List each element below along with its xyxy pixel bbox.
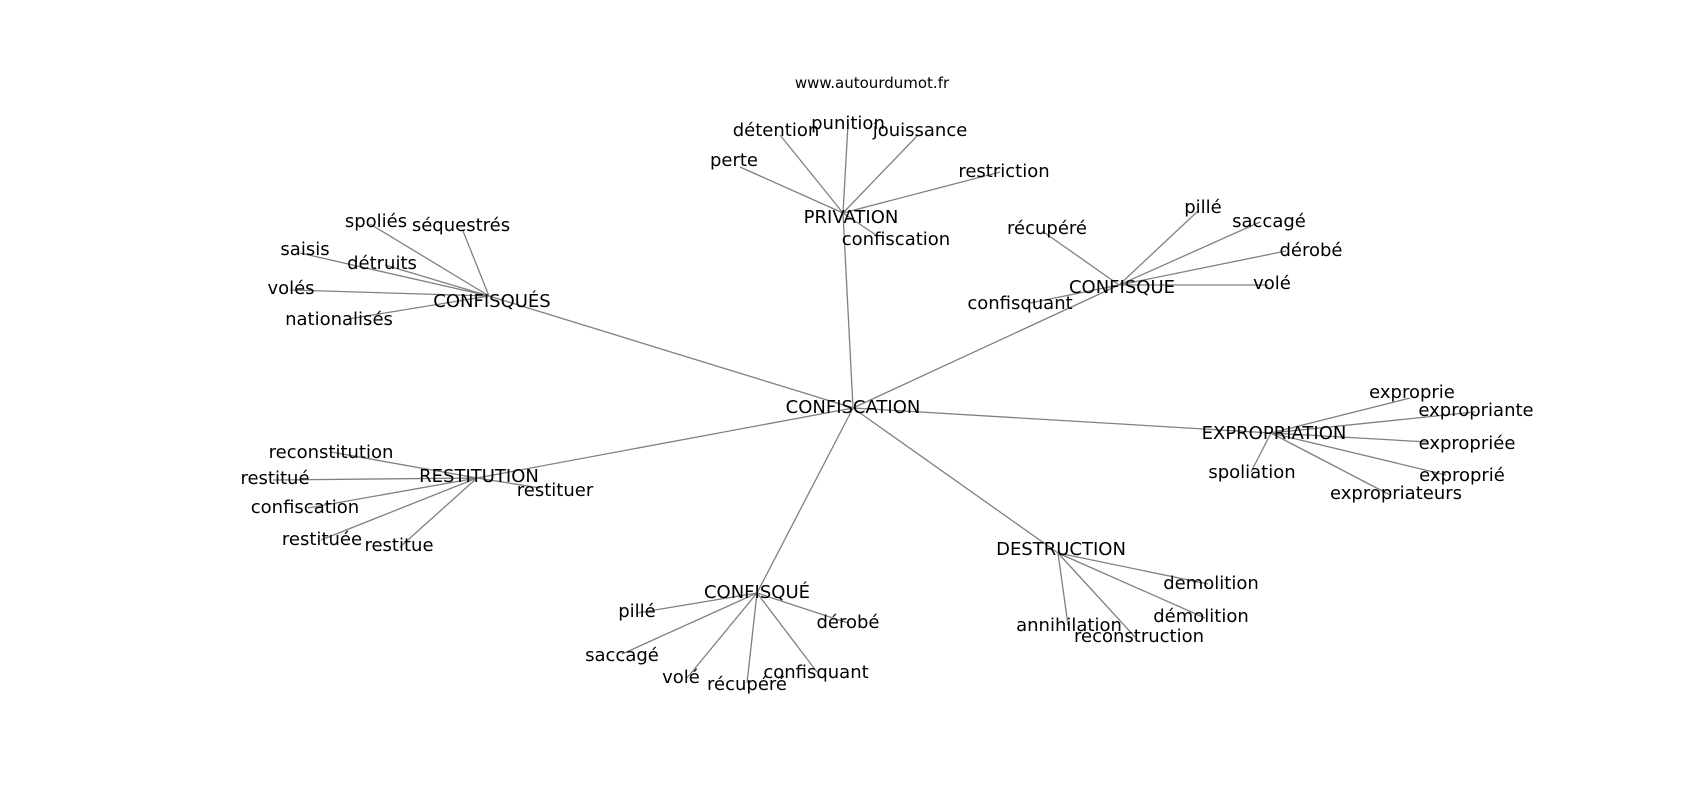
word-node-label: restriction	[958, 161, 1049, 182]
edge-hub-word	[686, 592, 758, 679]
word-node-label: exproprie	[1369, 382, 1455, 403]
edge-hub-word	[842, 171, 1001, 214]
word-node-label: séquestrés	[412, 215, 510, 236]
word-node-label: détruits	[347, 253, 417, 274]
edge-hub-word	[1057, 552, 1206, 619]
word-node-label: pillé	[1184, 197, 1222, 218]
edge-hub-word	[320, 477, 478, 541]
edge-hub-word	[330, 451, 478, 479]
word-node-label: expropriateurs	[1330, 483, 1462, 504]
edge-hub-word	[462, 230, 490, 297]
word-node-label: expropriante	[1418, 400, 1533, 421]
word-node-label: volé	[1253, 273, 1291, 294]
word-node-label: spoliés	[345, 211, 407, 232]
word-node-label: jouissance	[872, 120, 968, 141]
edge-hub-word	[307, 477, 478, 509]
edge-hub-word	[399, 477, 478, 548]
edge-hub-word	[476, 477, 541, 489]
root-node-label: CONFISCATION	[786, 397, 921, 418]
edge-hub-word	[636, 592, 758, 614]
word-node-label: dérobé	[816, 612, 879, 633]
word-node-label: confisquant	[763, 662, 868, 683]
word-node-label: volé	[662, 667, 700, 688]
word-node-label: démolition	[1153, 606, 1249, 627]
word-node-label: restituée	[282, 529, 362, 550]
word-node-label: punition	[811, 113, 885, 134]
graph-labels: CONFISCATION PRIVATION détentionpunitionjo…	[240, 113, 1533, 695]
word-node-label: saccagé	[1232, 211, 1306, 232]
edge-hub-word	[1118, 210, 1199, 286]
edge-hub-word	[756, 592, 818, 673]
word-node-label: pillé	[618, 601, 656, 622]
word-node-label: spoliation	[1208, 462, 1295, 483]
edge-hub-word	[1270, 432, 1447, 476]
edge-hub-word	[289, 289, 490, 297]
hub-node-label: DESTRUCTION	[996, 539, 1126, 560]
word-node-label: récupéré	[707, 674, 787, 695]
edge-root-hub	[488, 295, 854, 409]
edge-hub-word	[299, 252, 490, 297]
edge-hub-word	[1057, 552, 1069, 626]
word-node-label: restituer	[517, 480, 594, 501]
edge-hub-word	[1270, 432, 1429, 443]
edge-root-hub	[852, 407, 1059, 554]
hub-node-label: EXPROPRIATION	[1202, 423, 1347, 444]
edge-hub-word	[1044, 232, 1120, 286]
word-node-label: perte	[710, 150, 758, 171]
edge-hub-word	[621, 592, 758, 655]
word-node-label: reconstitution	[269, 442, 394, 463]
edge-hub-word	[779, 134, 844, 214]
word-node-label: expropriée	[1419, 433, 1516, 454]
graph-edges	[272, 123, 1476, 684]
edge-hub-word	[1118, 250, 1287, 286]
edge-root-hub	[476, 407, 854, 479]
word-node-label: restitué	[240, 468, 309, 489]
word-node-label: dérobé	[1279, 240, 1342, 261]
edge-hub-word	[842, 212, 877, 236]
edge-hub-word	[746, 592, 758, 684]
edge-hub-word	[1057, 552, 1136, 638]
site-watermark: www.autourdumot.fr	[795, 74, 950, 92]
edge-hub-word	[1250, 432, 1272, 473]
word-node-label: volés	[267, 278, 314, 299]
hub-node-label: RESTITUTION	[419, 466, 539, 487]
edge-hub-word	[1057, 552, 1209, 585]
word-node-label: restitue	[364, 535, 433, 556]
edge-root-hub	[852, 284, 1120, 409]
edge-hub-word	[1270, 432, 1391, 496]
hub-node-label: CONFISQUÉ	[704, 581, 810, 603]
edge-hub-word	[347, 295, 490, 320]
edge-root-hub	[842, 212, 854, 409]
word-node-label: confiscation	[842, 229, 950, 250]
edge-hub-word	[842, 123, 849, 214]
word-node-label: saisis	[280, 239, 329, 260]
word-node-label: demolition	[1163, 573, 1259, 594]
edge-hub-word	[1029, 284, 1120, 304]
hub-node-label: PRIVATION	[804, 207, 899, 228]
word-node-label: nationalisés	[285, 309, 393, 330]
word-node-label: reconstruction	[1074, 626, 1204, 647]
hub-node-label: CONFISQUÉS	[433, 290, 550, 312]
edge-hub-word	[1118, 221, 1261, 286]
word-node-label: confisquant	[967, 293, 1072, 314]
edge-hub-word	[272, 477, 478, 481]
edge-hub-word	[842, 134, 919, 214]
edge-hub-word	[384, 264, 490, 297]
hub-node-label: CONFISQUE	[1069, 277, 1175, 298]
edge-hub-word	[739, 166, 844, 214]
edge-root-hub	[756, 407, 854, 594]
word-node-label: saccagé	[585, 645, 659, 666]
edge-hub-word	[1270, 411, 1476, 434]
word-node-label: récupéré	[1007, 218, 1087, 239]
word-node-label: exproprié	[1419, 465, 1505, 486]
edge-root-hub	[852, 407, 1272, 434]
edge-hub-word	[1270, 397, 1411, 434]
word-node-label: détention	[733, 120, 820, 141]
word-node-label: confiscation	[251, 497, 359, 518]
word-node-label: annihilation	[1016, 615, 1122, 636]
edge-hub-word	[369, 223, 490, 297]
edge-hub-word	[756, 592, 849, 624]
